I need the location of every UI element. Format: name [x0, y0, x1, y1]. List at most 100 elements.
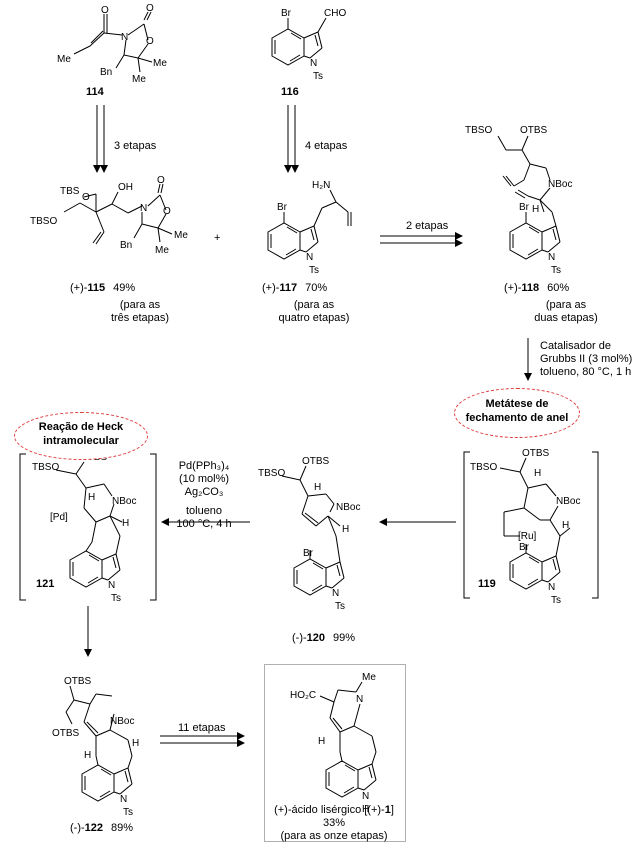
atom-N: N	[362, 791, 369, 802]
atom-O: O	[101, 5, 109, 16]
atom-CHO: CHO	[324, 8, 346, 19]
atom-H: H	[88, 492, 95, 503]
atom-Br: Br	[303, 548, 314, 559]
atom-TBSO: TBSO	[30, 216, 57, 227]
atom-N: N	[548, 252, 555, 263]
label-121: 121	[36, 578, 55, 590]
atom-Me: Me	[153, 58, 167, 69]
atom-Ru: [Ru]	[518, 531, 537, 542]
arrow-114-to-115	[93, 105, 108, 173]
product-note: (para as onze etapas)	[280, 830, 388, 842]
atom-H: H	[314, 482, 321, 493]
atom-NBoc: NBoc	[112, 496, 136, 507]
arrow-label-4-etapas: 4 etapas	[305, 140, 348, 152]
atom-TBSO: TBSO	[258, 468, 285, 479]
product-name: (+)-ácido lisérgico [(+)-1]	[274, 804, 394, 816]
atom-H: H	[122, 518, 129, 529]
atom-Me: Me	[57, 54, 71, 65]
atom-O: O	[163, 206, 171, 217]
atom-Ts: Ts	[551, 595, 561, 606]
arrow-label-2-etapas: 2 etapas	[406, 220, 449, 232]
atom-H: H	[532, 204, 539, 215]
atom-OTBS: OTBS	[64, 676, 92, 687]
label-114: 114	[86, 86, 104, 98]
atom-Me: Me	[174, 230, 188, 241]
structure-116: Br CHO N Ts	[271, 8, 346, 82]
atom-Me: Me	[132, 74, 146, 85]
structure-122: OTBS OTBS NBoc H H N Ts	[52, 676, 139, 818]
atom-OTBS: OTBS	[522, 448, 550, 459]
brackets-121	[19, 453, 157, 601]
atom-OTBS: OTBS	[302, 456, 330, 467]
atom-OTBS: OTBS	[520, 125, 548, 136]
structure-121: TBSO OTBS H NBoc [Pd] H N Ts	[32, 452, 136, 604]
atom-Ts: Ts	[313, 71, 323, 82]
atom-O: O	[146, 3, 154, 14]
atom-TBS: TBS	[60, 186, 80, 197]
atom-Ts: Ts	[309, 265, 319, 276]
atom-Br: Br	[519, 202, 530, 213]
atom-O: O	[82, 192, 90, 203]
label-119: 119	[478, 578, 496, 590]
structure-114: O N O O Me Me Me Bn	[57, 3, 167, 85]
atom-N: N	[332, 588, 339, 599]
atom-Br: Br	[281, 8, 292, 19]
atom-Me: Me	[362, 672, 376, 683]
highlight-rcm: Metátese de fechamento de anel	[454, 388, 580, 438]
atom-Ts: Ts	[123, 807, 133, 818]
atom-H: H	[84, 750, 91, 761]
brackets-119	[463, 451, 599, 599]
structure-lysergic-acid: HO₂C N Me H N H	[290, 672, 377, 815]
atom-Ts: Ts	[111, 593, 121, 604]
structure-117: Br H₂N N Ts	[267, 180, 352, 276]
atom-H: H	[534, 468, 541, 479]
atom-HO2C: HO₂C	[290, 690, 316, 701]
atom-OTBS: OTBS	[52, 728, 80, 739]
arrow-117-to-118	[380, 232, 463, 247]
atom-H: H	[562, 520, 569, 531]
highlight-heck: Reação de Heck intramolecular	[14, 412, 148, 460]
arrow-label-11-etapas: 11 etapas	[178, 722, 226, 734]
structure-118: TBSO OTBS NBoc H Br N Ts	[465, 125, 572, 276]
atom-Pd: [Pd]	[50, 512, 68, 523]
atom-Br: Br	[277, 202, 288, 213]
atom-TBSO: TBSO	[465, 125, 492, 136]
product-box	[264, 664, 406, 842]
atom-N: N	[306, 252, 313, 263]
atom-N: N	[548, 582, 555, 593]
atom-H: H	[132, 738, 139, 749]
atom-N: N	[120, 794, 127, 805]
atom-Ts: Ts	[335, 601, 345, 612]
atom-TBSO: TBSO	[32, 462, 59, 473]
atom-Bn: Bn	[120, 240, 132, 251]
product-yield: 33%	[322, 817, 346, 829]
atom-Bn: Bn	[100, 67, 112, 78]
atom-N: N	[356, 694, 363, 705]
plus-sign: +	[214, 232, 221, 244]
arrow-122-to-product	[160, 732, 245, 747]
atom-H: H	[342, 524, 349, 535]
atom-O: O	[157, 175, 165, 186]
atom-NBoc: NBoc	[556, 496, 580, 507]
atom-H: H	[318, 736, 325, 747]
atom-N: N	[121, 32, 128, 43]
atom-Me: Me	[155, 245, 169, 256]
atom-Br: Br	[519, 542, 530, 553]
label-116: 116	[281, 86, 299, 98]
atom-H2N: H₂N	[312, 180, 330, 191]
atom-NBoc: NBoc	[336, 502, 360, 513]
atom-NBoc: NBoc	[110, 716, 134, 727]
atom-TBSO: TBSO	[470, 462, 497, 473]
structure-119: TBSO OTBS H NBoc [Ru] H Br N Ts	[470, 448, 580, 606]
atom-NH: H	[362, 804, 369, 815]
